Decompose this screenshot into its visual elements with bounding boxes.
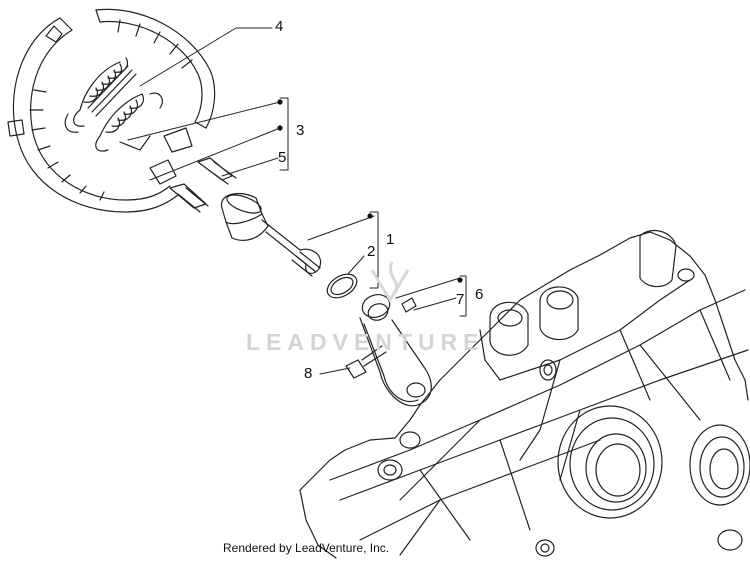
callout-1: 1: [386, 231, 395, 248]
callout-7: 7: [456, 291, 465, 308]
footer-credit: Rendered by LeadVenture, Inc.: [223, 541, 390, 555]
callout-8: 8: [304, 365, 313, 382]
leadventure-logo-icon: [370, 261, 410, 303]
brake-cam-shaft: [220, 193, 322, 277]
callout-2: 2: [367, 243, 376, 260]
brake-lever: [359, 294, 432, 407]
callout-3: 3: [296, 122, 305, 139]
leader-dots: [277, 99, 463, 283]
spring-clips: [169, 157, 237, 213]
watermark-text: LEADVENTURE: [246, 329, 485, 355]
callout-4: 4: [275, 18, 284, 35]
o-ring: [326, 273, 358, 299]
leader-lines: [127, 27, 467, 375]
brake-shoe-assembly: [7, 8, 216, 213]
callout-6: 6: [475, 286, 484, 303]
callout-5: 5: [278, 149, 287, 166]
crankcase-housing: [299, 229, 750, 559]
bolt: [345, 345, 387, 379]
